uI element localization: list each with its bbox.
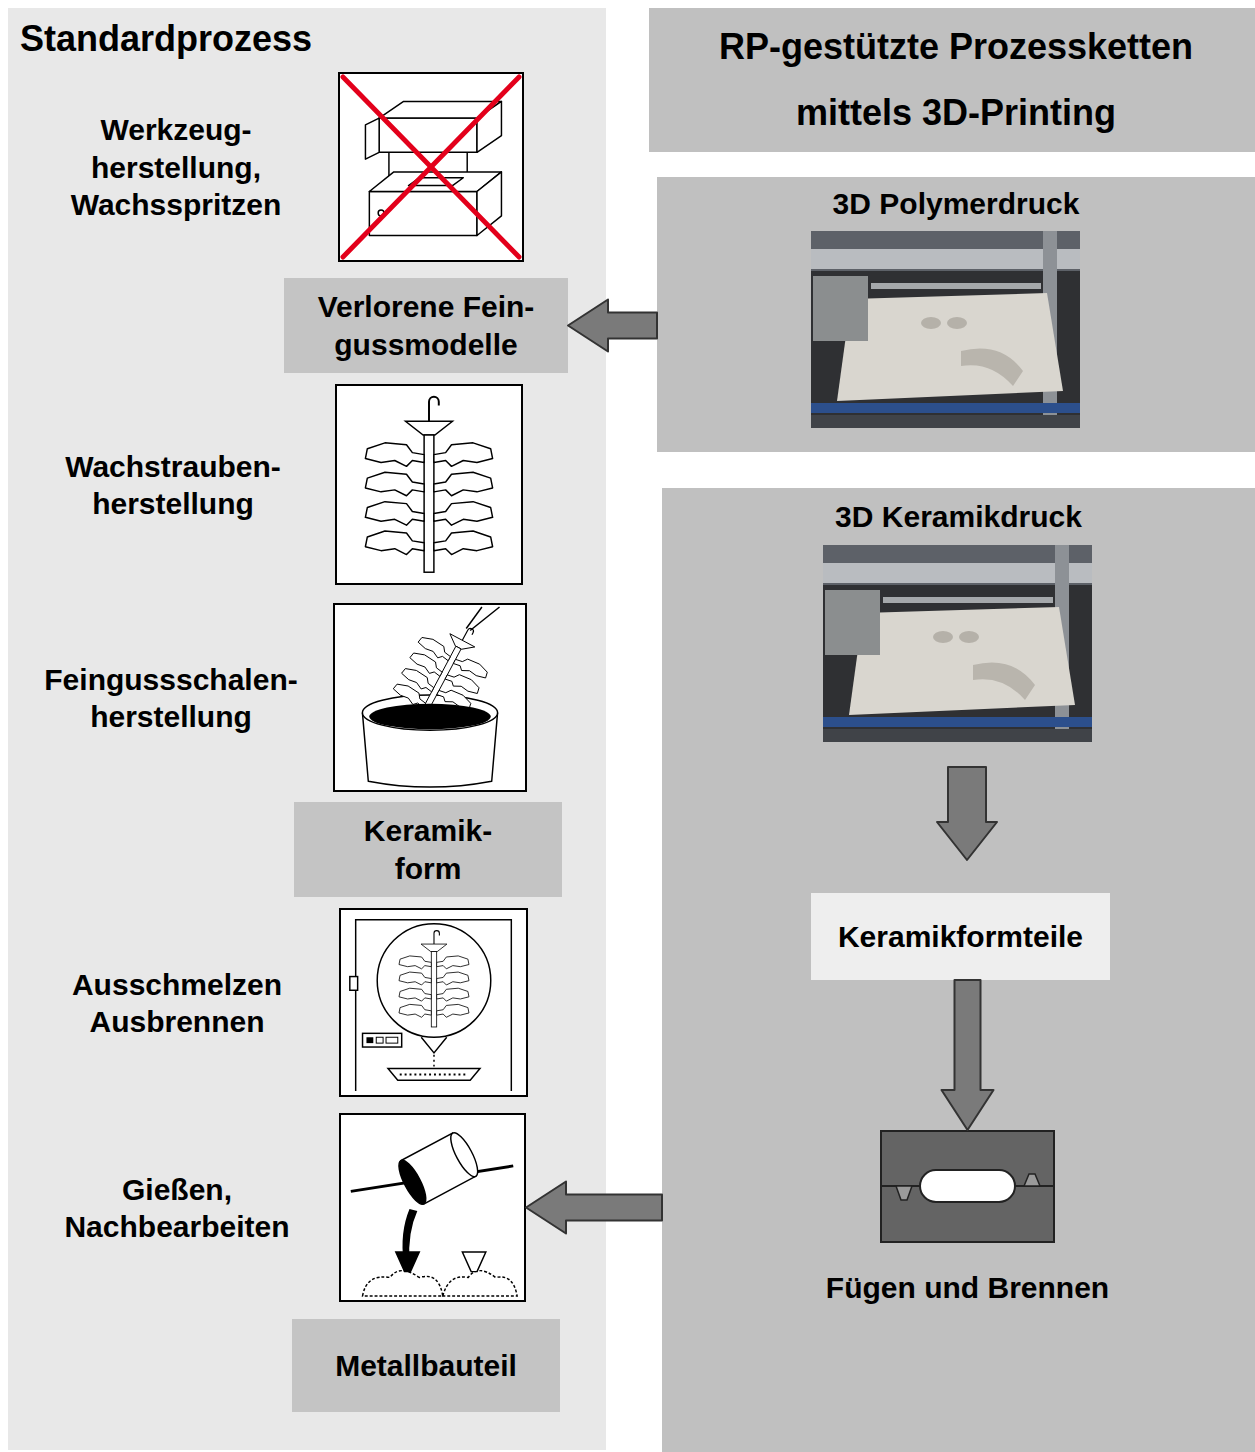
tooling-illustration-part: [343, 77, 519, 257]
box-label: Keramik- form: [353, 812, 503, 887]
step-label: Ausschmelzen Ausbrennen: [37, 965, 317, 1040]
dewaxing-illustration-part: [363, 1033, 402, 1047]
dipping-illustration-part: [470, 607, 499, 630]
wax-tree-illustration-part: [365, 397, 492, 572]
printer-photo-part: [883, 597, 1053, 603]
pouring-illustration-part: [443, 1271, 517, 1296]
dewaxing-illustration-part: [356, 920, 512, 1091]
panel-title: 3D Keramikdruck: [662, 498, 1255, 536]
header-band: RP-gestützte Prozessketten mittels 3D-Pr…: [649, 8, 1255, 152]
box-label: Metallbauteil: [335, 1347, 517, 1385]
result-box: Keramik- form: [294, 802, 562, 897]
panel-title: 3D Polymerdruck: [657, 185, 1255, 223]
box-label: Verlorene Fein- gussmodelle: [284, 288, 568, 363]
dewaxing-illustration-part: [376, 1037, 383, 1043]
mold-figure: Fügen und Brennen: [880, 1130, 1055, 1243]
arrow-body: [942, 980, 994, 1130]
dipping-illustration: [335, 605, 525, 790]
mold-illustration: [880, 1130, 1055, 1243]
step-label: Gießen, Nachbearbeiten: [37, 1170, 317, 1245]
result-box: Keramikformteile: [811, 893, 1110, 980]
block-arrow-part: [937, 767, 997, 860]
printer-photo-part: [823, 729, 1092, 742]
step-figure: Werkzeug- herstellung, Wachsspritzen: [338, 72, 524, 262]
tooling-illustration-part: [365, 118, 379, 159]
header-title: RP-gestützte Prozessketten mittels 3D-Pr…: [649, 14, 1255, 146]
mold-illustration-part: [896, 1186, 912, 1200]
block-arrow: [568, 300, 657, 352]
block-arrow: [942, 980, 994, 1130]
printer-photo-part: [961, 349, 1023, 387]
process-panel: Standardprozess Werkzeug- herstellung, W…: [8, 8, 606, 1450]
dewaxing-illustration-part: [386, 1037, 398, 1043]
tooling-illustration: [340, 74, 522, 260]
pouring-illustration: [341, 1115, 524, 1300]
printer-photo: [811, 231, 1080, 428]
mold-illustration-part: [920, 1170, 1015, 1202]
process-panel: 3D KeramikdruckKeramikformteile Fügen un…: [662, 488, 1255, 1452]
dewaxing-illustration-part: [433, 1055, 434, 1067]
dewaxing-illustration-part: [400, 1073, 469, 1075]
printer-photo-part: [933, 631, 953, 643]
step-label: Wachstrauben- herstellung: [33, 447, 313, 522]
printer-photo-part: [837, 293, 1063, 401]
step-label: Feingussschalen- herstellung: [31, 660, 311, 735]
arrow-body: [526, 1182, 662, 1234]
pouring-illustration-part: [396, 1252, 419, 1272]
dewaxing-illustration: [341, 910, 526, 1095]
printer-photo-part: [811, 403, 1080, 413]
step-label: Fügen und Brennen: [826, 1269, 1109, 1307]
arrow-body: [568, 300, 657, 352]
panel-title: Standardprozess: [20, 16, 312, 61]
printer-photo-part: [825, 590, 880, 655]
printer-photo-part: [947, 317, 967, 329]
printer-photo-part: [811, 231, 1080, 428]
printer-photo: [823, 545, 1092, 742]
printer-photo-part: [959, 631, 979, 643]
step-label: Werkzeug- herstellung, Wachsspritzen: [36, 111, 316, 224]
result-box: Metallbauteil: [292, 1319, 560, 1412]
pouring-illustration-part: [446, 1129, 483, 1180]
dipping-illustration-part: [369, 704, 490, 729]
printer-photo-part: [871, 283, 1041, 289]
step-figure: Ausschmelzen Ausbrennen: [339, 908, 528, 1097]
block-arrow: [526, 1182, 662, 1234]
printer-photo-part: [813, 276, 868, 341]
printer-photo-part: [973, 663, 1035, 701]
pouring-illustration-part: [394, 1157, 431, 1208]
step-figure: Wachstrauben- herstellung: [335, 384, 523, 585]
printer-photo-part: [823, 545, 1092, 585]
printer-photo-part: [823, 717, 1092, 727]
dewaxing-illustration-part: [399, 931, 469, 1027]
dipping-illustration-part: [466, 607, 482, 629]
printer-photo-part: [849, 607, 1075, 715]
pouring-illustration-part: [462, 1252, 485, 1272]
dewaxing-illustration-part: [350, 977, 358, 991]
printer-photo-part: [823, 545, 1092, 742]
mold-illustration-part: [881, 1131, 1054, 1242]
pouring-illustration-part: [394, 1129, 483, 1207]
dewaxing-illustration-part: [421, 1037, 446, 1053]
printer-photo-part: [811, 415, 1080, 428]
dewaxing-illustration-part: [366, 1037, 373, 1043]
process-panel: 3D Polymerdruck: [657, 177, 1255, 452]
step-figure: Gießen, Nachbearbeiten: [339, 1113, 526, 1302]
printer-photo-part: [823, 563, 1092, 583]
result-box: Verlorene Fein- gussmodelle: [284, 278, 568, 373]
mold-illustration-part: [1024, 1174, 1040, 1186]
dewaxing-illustration-part: [399, 931, 469, 1027]
dewaxing-illustration-part: [377, 924, 491, 1038]
wax-tree-illustration: [337, 386, 521, 583]
tooling-illustration-part: [343, 77, 519, 257]
tooling-illustration-part: [343, 77, 519, 257]
pouring-illustration-part: [363, 1271, 443, 1296]
box-label: Keramikformteile: [838, 918, 1083, 956]
printer-photo-part: [811, 249, 1080, 269]
dewaxing-illustration-part: [388, 1069, 480, 1081]
printer-photo-part: [811, 231, 1080, 271]
printer-photo-part: [921, 317, 941, 329]
step-figure: Feingussschalen- herstellung: [333, 603, 527, 792]
